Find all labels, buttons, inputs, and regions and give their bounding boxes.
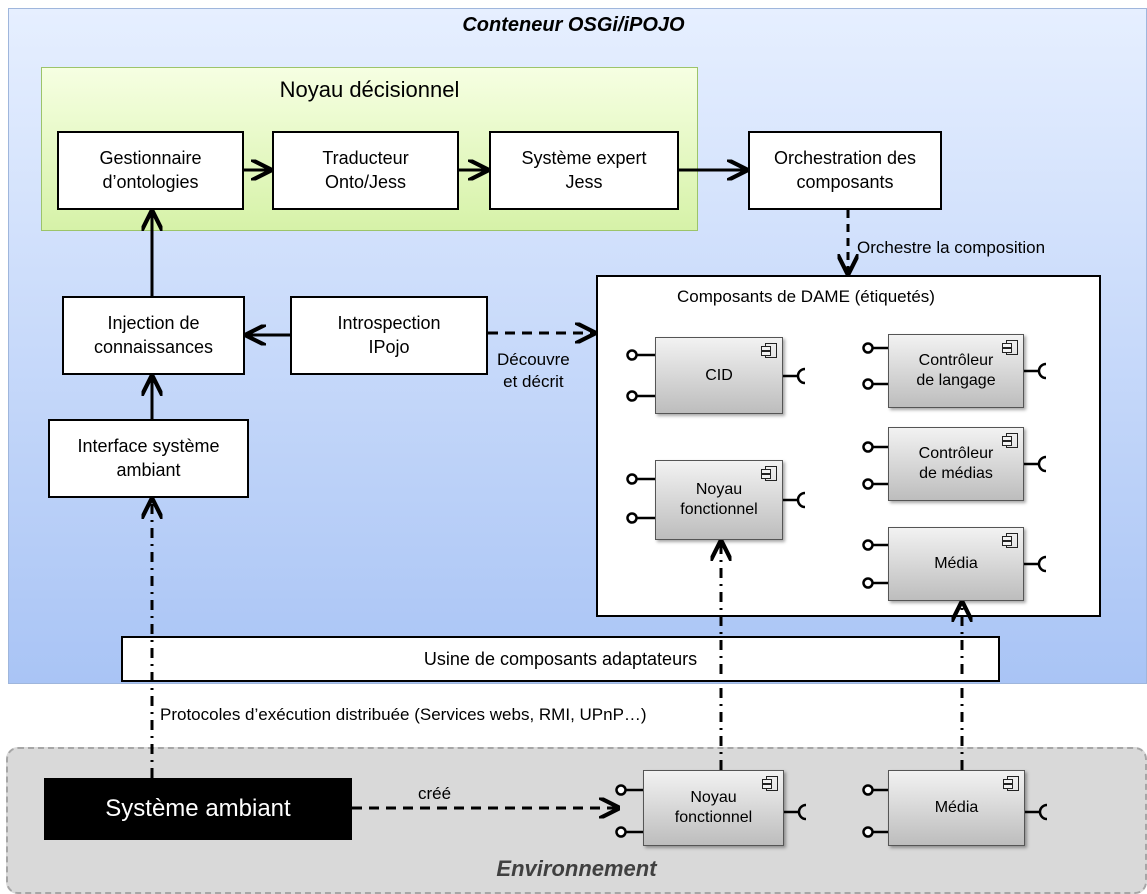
component-icon [1003,776,1019,791]
component-icon [762,776,778,791]
dame-title: Composants de DAME (étiquetés) [677,287,935,306]
media-component: Média [888,527,1024,601]
env-media-component: Média [888,770,1025,846]
ambient-interface-box: Interface système ambiant [48,419,249,498]
environment-title: Environnement [496,856,657,881]
ontology-manager-box: Gestionnaire d’ontologies [57,131,244,210]
cid-label: CID [705,366,733,384]
component-ports [615,342,1048,838]
component-icon [1002,533,1018,548]
decision-core-title: Noyau décisionnel [279,77,460,102]
orchestration-box: Orchestration des composants [748,131,942,210]
protocols-label: Protocoles d’exécution distribuée (Servi… [160,705,647,724]
media-controller-component: Contrôleur de médias [888,427,1024,501]
component-icon [761,466,777,481]
component-icon [1002,340,1018,355]
env-media-label: Média [934,799,979,816]
cid-component: CID [655,337,783,414]
component-icon [761,343,777,358]
ipojo-introspection-box: Introspection IPojo [290,296,488,375]
media-label: Média [934,555,978,572]
env-functional-core-label: Noyau fonctionnel [674,789,753,826]
discover-label: Découvre et décrit [497,350,570,392]
env-functional-core-component: Noyau fonctionnel [643,770,784,846]
orchestrate-label: Orchestre la composition [857,238,1046,257]
media-controller-label: Contrôleur de médias [918,445,994,482]
container-title: Conteneur OSGi/iPOJO [462,14,685,36]
created-label: créé [418,784,452,803]
functional-core-component: Noyau fonctionnel [655,460,783,540]
language-controller-component: Contrôleur de langage [888,334,1024,408]
component-icon [1002,433,1018,448]
adapter-factory-bar: Usine de composants adaptateurs [121,636,1000,682]
knowledge-injection-box: Injection de connaissances [62,296,245,375]
ambient-system-box: Système ambiant [44,778,352,840]
onto-jess-translator-box: Traducteur Onto/Jess [272,131,459,210]
language-controller-label: Contrôleur de langage [916,352,996,389]
functional-core-label: Noyau fonctionnel [680,481,758,518]
jess-expert-system-box: Système expert Jess [489,131,679,210]
